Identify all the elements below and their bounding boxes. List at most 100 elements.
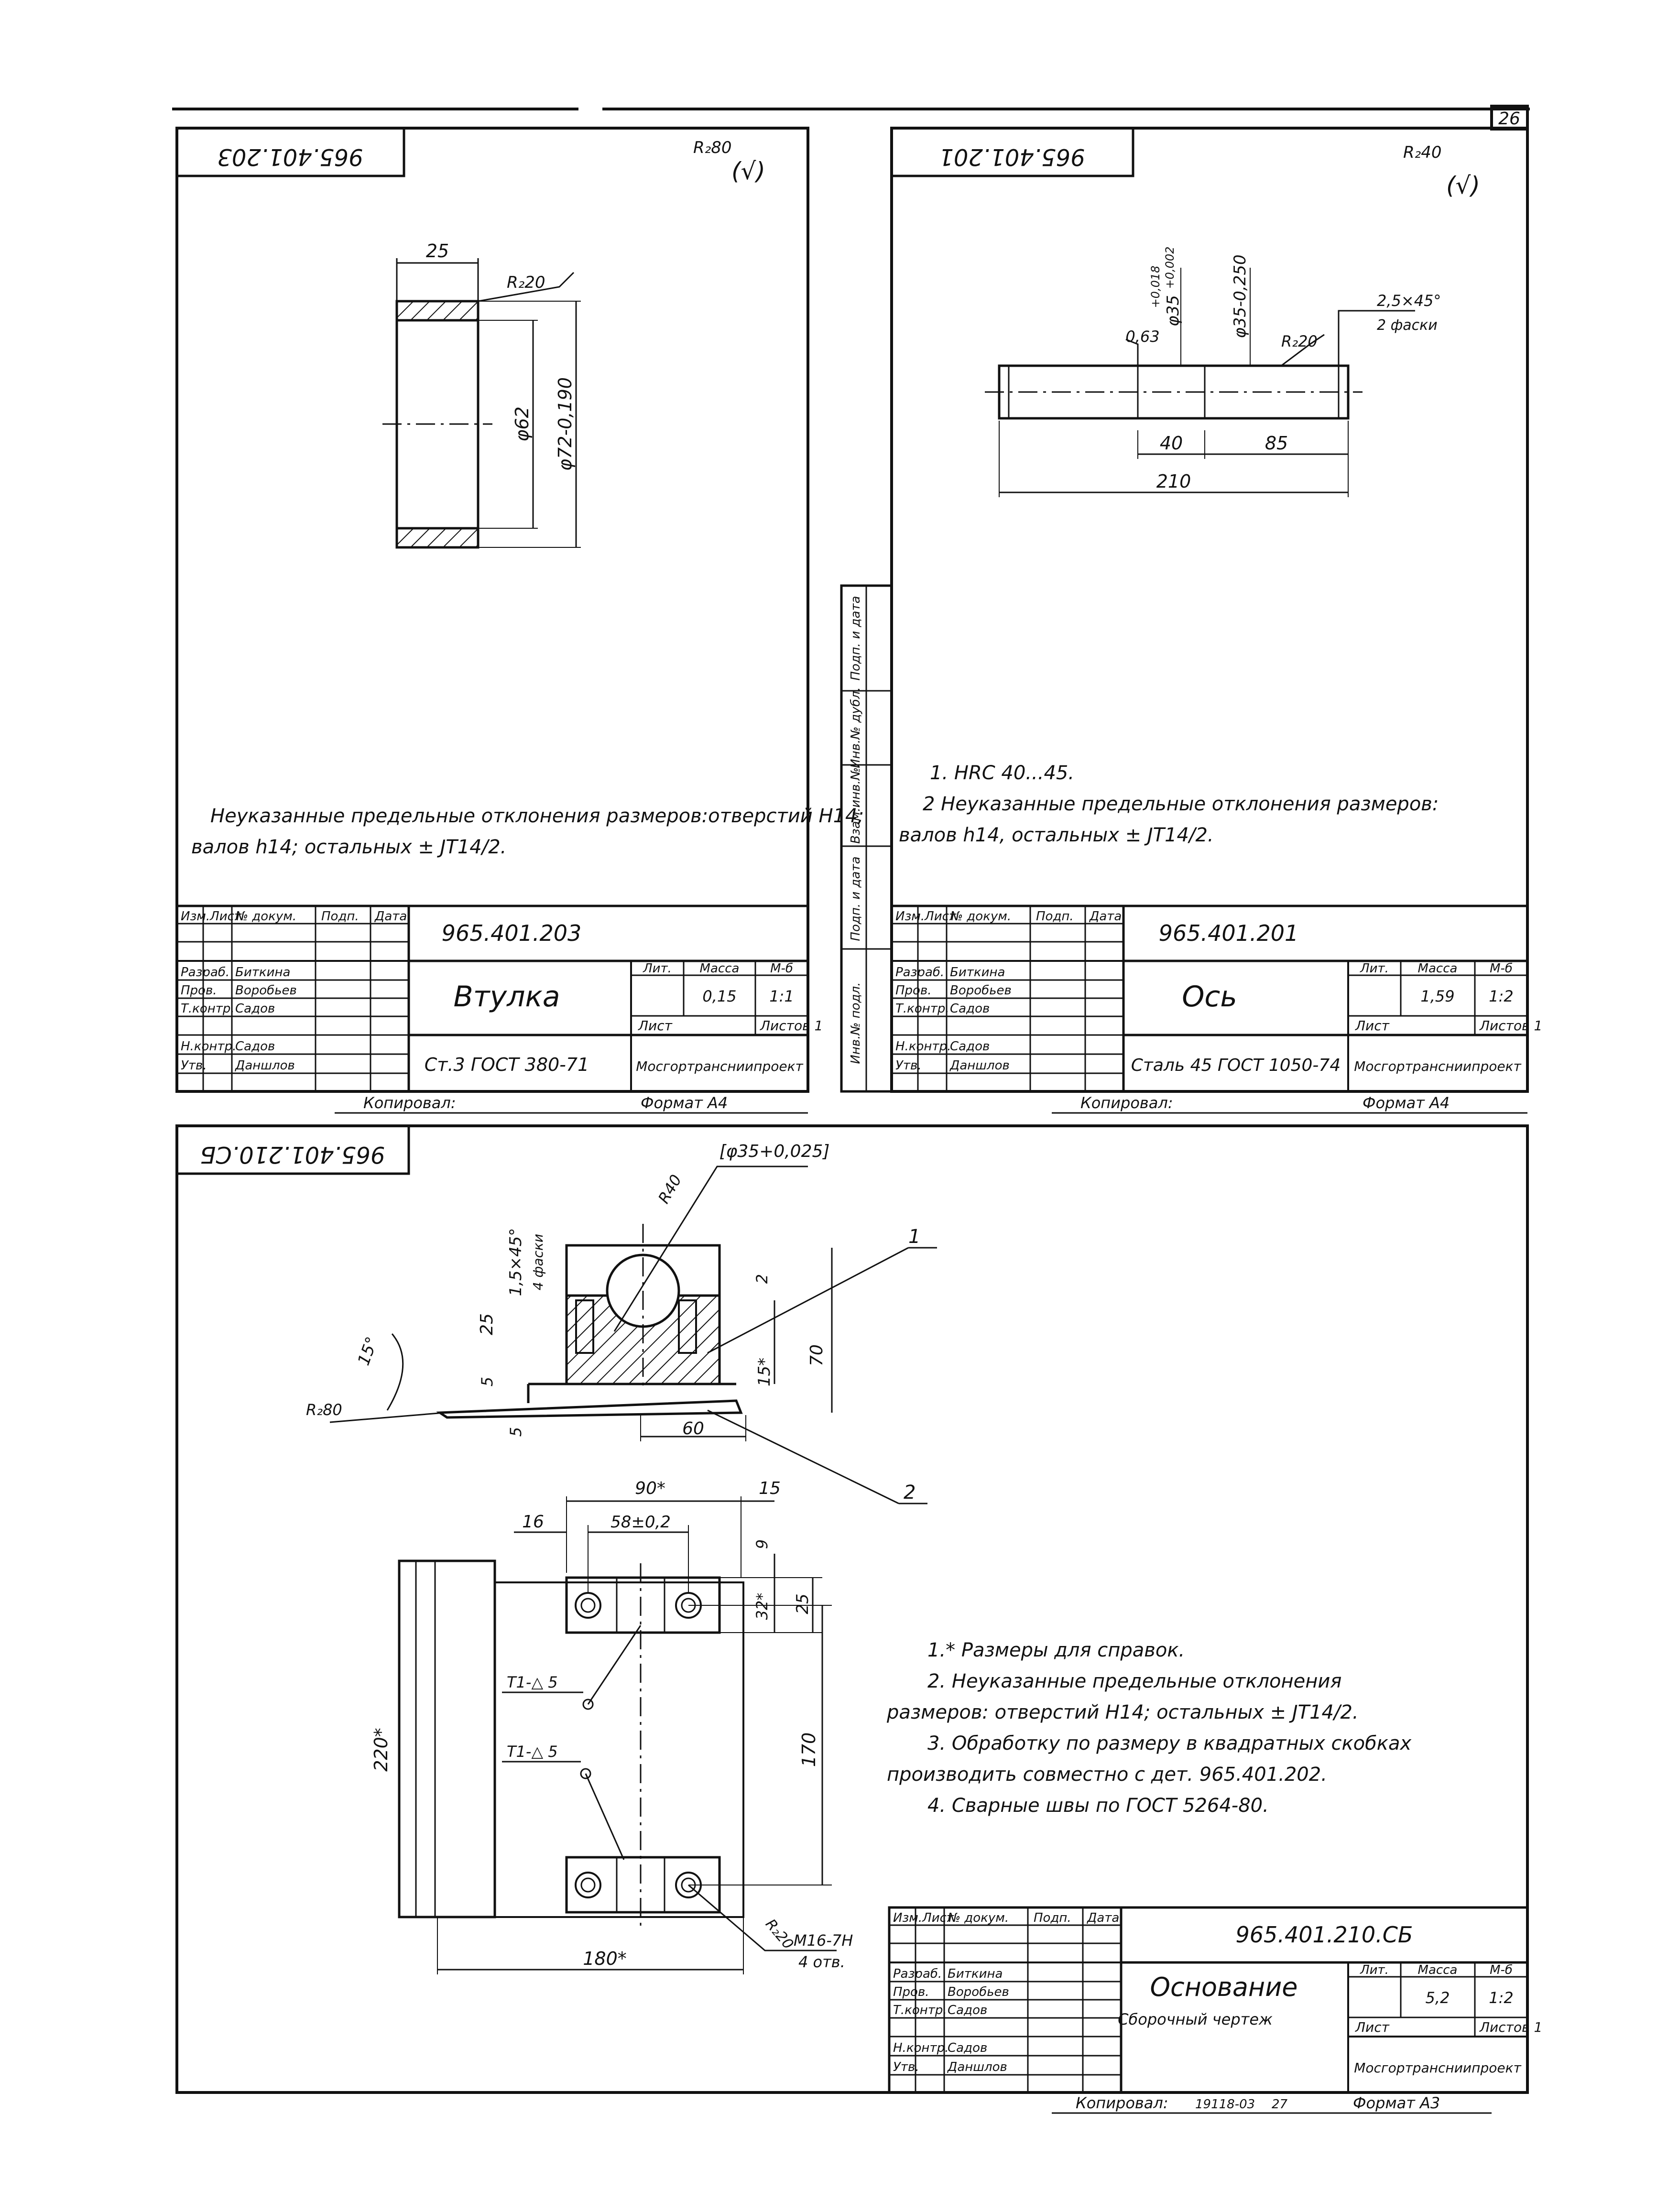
axle-dia1-up: +0,018 <box>1149 266 1162 308</box>
leader-2: 2 <box>904 1482 916 1504</box>
sheet-2-tb-org: Мосгортрансниипроект <box>1354 1058 1521 1074</box>
plan-thread: M16-7H <box>794 1931 853 1950</box>
plan-r20: R₂20 <box>762 1916 796 1953</box>
plan-dim-58: 58±0,2 <box>610 1513 671 1532</box>
sheet-2-format: Формат А4 <box>1363 1094 1450 1112</box>
bushing-width-dim: 25 <box>426 240 449 262</box>
tb-row-name: № докум. <box>949 909 1011 924</box>
sheet-1: 965.401.203 R₂80 (√) 25 R₂20 φ62 φ72-0,1… <box>175 127 864 1114</box>
sheet-3-tb-mass-label: Масса <box>1418 1963 1458 1977</box>
sheet-2-note-3: валов h14, остальных ± JT14/2. <box>899 824 1214 846</box>
plan-dim-90: 90* <box>635 1479 665 1498</box>
bushing-section <box>382 258 581 549</box>
tb-row-role: Пров. <box>893 1985 929 1999</box>
sheet-2-tb-scale: 1:2 <box>1489 987 1514 1005</box>
axle-len-85: 85 <box>1265 433 1288 454</box>
tb-row-name: Садов <box>235 1002 275 1016</box>
front-dim-15: 15* <box>755 1358 774 1386</box>
front-dim-2: 2 <box>753 1274 771 1284</box>
axle-tol-063: 0,63 <box>1125 327 1159 346</box>
tb-row-role: Н.контр. <box>895 1039 951 1054</box>
sheet-3-tb-code: 965.401.210.СБ <box>1236 1922 1413 1948</box>
bore-radius: R40 <box>654 1171 685 1207</box>
sheet-2-note-2: 2 Неуказанные предельные отклонения разм… <box>923 793 1439 815</box>
tb-row-role: Утв. <box>181 1058 207 1073</box>
tb-row-date: Дата <box>1087 1911 1119 1925</box>
sheet-3-tb-sheet: Лист <box>1355 2019 1390 2035</box>
tb-row-name: Биткина <box>948 1967 1003 1981</box>
sheet-2-stamp-box <box>890 127 1134 177</box>
axle-dia1: φ35 <box>1164 295 1183 327</box>
tb-row-role: Н.контр. <box>893 2041 948 2055</box>
sheet-1-note-1: Неуказанные предельные отклонения размер… <box>210 805 864 827</box>
tb-row-sign: Подп. <box>321 909 359 924</box>
sheet-3-format: Формат А3 <box>1353 2094 1440 2112</box>
front-chamfer-note: 4 фаски <box>530 1234 546 1290</box>
sheet-2-tb-code: 965.401.201 <box>1159 920 1299 946</box>
tb-row-name: Даншлов <box>235 1058 295 1073</box>
sheet-1-tb-material: Ст.3 ГОСТ 380-71 <box>425 1054 589 1075</box>
plan-dim-170: 170 <box>798 1733 819 1767</box>
sheet-1-note-2: валов h14; остальных ± JT14/2. <box>191 836 506 858</box>
sheet-1-tb-code: 965.401.203 <box>442 920 582 946</box>
tb-row-role: Изм.Лист <box>181 909 242 924</box>
tb-row-name: Биткина <box>235 965 290 980</box>
sheet-2-roughness-rest: (√) <box>1446 172 1480 199</box>
front-dim-5a: 5 <box>478 1377 496 1386</box>
assembly-front-view <box>329 1166 937 1504</box>
axle-dia2: φ35-0,250 <box>1231 254 1250 338</box>
sheet-3-note-5: производить совместно с дет. 965.401.202… <box>887 1764 1327 1786</box>
front-dim-70: 70 <box>807 1344 827 1366</box>
sheet-3-tb-scale-label: М-б <box>1490 1963 1513 1977</box>
front-dim-5b: 5 <box>507 1427 525 1437</box>
sheet-3-tb-name: Основание <box>1150 1972 1297 2002</box>
plan-dim-15: 15 <box>759 1479 781 1498</box>
sheet-2-note-1: 1. HRC 40...45. <box>930 762 1074 784</box>
sheet-2-frame <box>890 127 1529 1093</box>
tb-row-role: Разраб. <box>895 965 944 980</box>
sheet-1-copied: Копировал: <box>363 1094 456 1112</box>
sheet-3-note-1: 1.* Размеры для справок. <box>927 1639 1185 1661</box>
front-dim-25: 25 <box>477 1313 497 1335</box>
sheet-3-copy-id: 19118-03 <box>1195 2097 1255 2112</box>
sheet-2-tb-sheets: Листов 1 <box>1479 1018 1542 1034</box>
sheet-1-tb-mass: 0,15 <box>702 987 736 1005</box>
sheet-2-tb-material: Сталь 45 ГОСТ 1050-74 <box>1131 1056 1341 1075</box>
side-label-3: Инв.№ дубл. <box>849 687 863 768</box>
axle-dia1-low: +0,002 <box>1163 247 1177 289</box>
sheet-2-tb-mass-label: Масса <box>1418 961 1458 976</box>
sheet-3-note-3: размеров: отверстий Н14; остальных ± JT1… <box>886 1701 1359 1723</box>
front-angle: 15° <box>354 1334 382 1368</box>
tb-row-name: Даншлов <box>949 1058 1010 1073</box>
front-r80: R₂80 <box>306 1401 342 1419</box>
tb-row-role: Пров. <box>895 983 932 998</box>
sheet-3-copied: Копировал: <box>1076 2094 1168 2112</box>
sheet-2-stamp-code: 965.401.201 <box>939 143 1085 170</box>
weld-symbol-2: T1-△ 5 <box>507 1743 558 1761</box>
sheet-1-tb-sheet: Лист <box>638 1018 673 1034</box>
sheet-1-tb-org: Мосгортрансниипроект <box>636 1058 803 1074</box>
axle-len-40: 40 <box>1160 433 1183 454</box>
tb-row-name: Даншлов <box>947 2060 1007 2074</box>
weld-symbol-1: T1-△ 5 <box>507 1673 558 1691</box>
plan-holes: 4 отв. <box>798 1953 845 1971</box>
tb-row-role: Н.контр. <box>181 1039 236 1054</box>
side-label-4: Подп. и дата <box>849 596 863 680</box>
tb-row-name: Садов <box>950 1039 990 1054</box>
sheet-1-tb-lit: Лит. <box>643 961 672 976</box>
plan-dim-25: 25 <box>793 1593 812 1614</box>
page-number: 26 <box>1498 109 1520 129</box>
tb-row-name: Садов <box>948 2003 987 2017</box>
assembly-plan-view <box>398 1496 837 1974</box>
sheet-2-tb-lit: Лит. <box>1360 961 1389 976</box>
sheet-2-copied: Копировал: <box>1080 1094 1173 1112</box>
sheet-3-stamp-code: 965.401.210.СБ <box>200 1141 385 1168</box>
sheet-2-tb-name: Ось <box>1182 980 1237 1013</box>
sheet-3-tb-sheets: Листов 1 <box>1479 2019 1542 2035</box>
axle-view <box>985 268 1415 497</box>
tb-row-role: Т.контр. <box>895 1002 949 1016</box>
sheet-1-roughness-rest: (√) <box>731 157 765 185</box>
tb-row-name: Воробьев <box>235 983 297 998</box>
side-label-1: Подп. и дата <box>849 856 863 941</box>
